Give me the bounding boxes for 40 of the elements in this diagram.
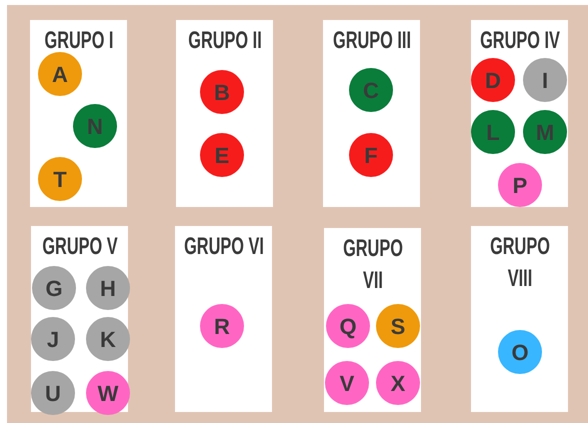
circle-letter: S [390, 312, 406, 340]
group-panel [471, 20, 568, 207]
circle-letter: R [214, 312, 230, 340]
group-heading: GRUPO I [44, 26, 113, 56]
circle-letter: H [100, 274, 116, 302]
circle-letter: B [214, 78, 230, 106]
circle-letter: J [46, 326, 60, 354]
group-heading: GRUPO III [332, 26, 410, 56]
circle-letter: C [363, 76, 379, 104]
circle-letter: O [511, 338, 529, 366]
group-panel [324, 228, 421, 412]
circle-letter: N [87, 112, 103, 140]
group-panel [176, 20, 273, 207]
group-panel [323, 20, 420, 207]
circle-letter: Q [339, 312, 357, 340]
circle-letter: F [364, 142, 378, 170]
circle-letter: G [45, 274, 63, 302]
circle-letter: P [512, 172, 528, 200]
group-panel [471, 226, 568, 412]
circle-letter: D [485, 66, 501, 94]
circle-letter: W [98, 380, 118, 408]
circle-letter: E [214, 142, 230, 170]
group-panel [30, 20, 127, 207]
group-heading: GRUPO VI [184, 232, 264, 262]
group-heading: GRUPO IV [480, 26, 560, 56]
circle-letter: L [486, 118, 500, 146]
circle-letter: X [390, 370, 406, 398]
circle-letter: M [536, 118, 554, 146]
circle-letter: I [542, 66, 548, 94]
circle-letter: A [52, 60, 68, 88]
group-heading: GRUPO V [42, 232, 118, 262]
group-heading: GRUPO II [188, 26, 262, 56]
circle-letter: T [53, 166, 67, 194]
group-panel [175, 226, 272, 412]
circle-letter: K [100, 326, 116, 354]
group-heading: GRUPO VIII [490, 232, 550, 294]
circle-letter: U [45, 380, 61, 408]
group-panel [31, 226, 128, 412]
circle-letter: V [340, 370, 354, 398]
group-heading: GRUPO VII [342, 234, 402, 296]
